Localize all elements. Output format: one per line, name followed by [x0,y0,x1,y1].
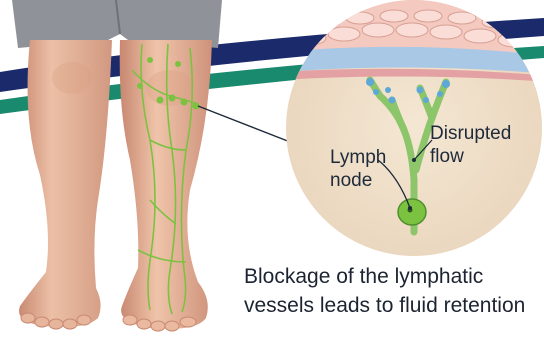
caption-line1: Blockage of the lymphatic [244,266,483,288]
lymph-node-label-line2: node [330,171,372,191]
disrupted-flow-label-line2: flow [430,147,464,167]
caption-line2: vessels leads to fluid retention [244,295,525,317]
disrupted-flow-label-line1: Disrupted [430,124,511,144]
lymph-node-label-line1: Lymph [330,148,386,168]
